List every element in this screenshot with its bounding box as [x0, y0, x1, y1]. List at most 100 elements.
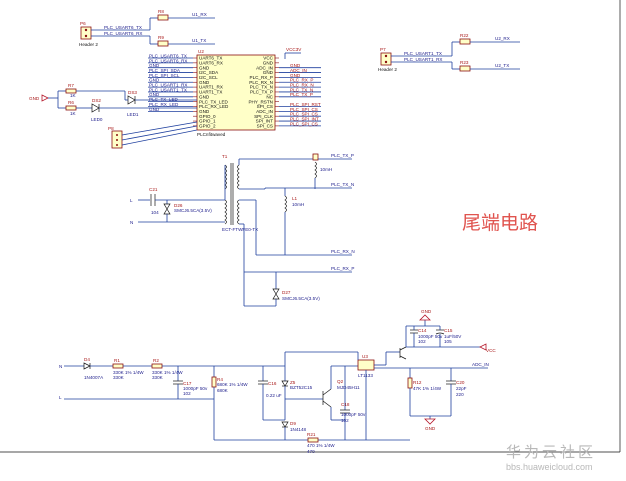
- u2-right-net-14: PLC_SPI_CS: [290, 121, 318, 126]
- u2-right-pin-11: ADC_IN: [256, 109, 273, 114]
- z5-name: BZT52C15: [290, 385, 313, 390]
- u2-left-pin-13: GPIO_1: [199, 119, 216, 124]
- inductor-l2: [314, 161, 317, 179]
- u2-left-net-11: GND: [149, 107, 160, 112]
- watermark-cn: 华为云社区: [506, 443, 596, 461]
- c14-ref: C14: [418, 328, 427, 333]
- u2-ref: U2: [198, 49, 204, 54]
- power-net-n: N: [59, 364, 62, 369]
- u2-right-pin-5: PLC_RX_N: [249, 80, 273, 85]
- ds3-ref: DS3: [128, 90, 137, 95]
- u2-name: PLCnfitwaved: [197, 132, 226, 137]
- r23-ref: R23: [460, 60, 469, 65]
- diode-d4-icon: [83, 362, 91, 370]
- connector-p7: P7 Header 2 PLC_USART1_TX PLC_USART1_RX: [378, 47, 452, 72]
- c21-val: 104: [151, 210, 159, 215]
- resistor-r6: [65, 105, 77, 111]
- l1-val: 10mH: [292, 202, 304, 207]
- d27-name: SMCJ6.5CA(3.5V): [282, 296, 320, 301]
- c15-val2: 105: [444, 339, 452, 344]
- resistor-r23: R23 U2_TX: [451, 60, 520, 72]
- r21-val: 470 1% 1/4W: [307, 443, 335, 448]
- u2-right-pin-10: SPI_CS: [257, 104, 273, 109]
- r1-ref: R1: [114, 358, 120, 363]
- u2-right-net-7: PLC_TX_N: [290, 87, 313, 92]
- u2-left-pin-6: UART1_RX: [199, 85, 223, 90]
- d9-ref: D9: [290, 421, 296, 426]
- u2-left-pin-5: GND: [199, 80, 210, 85]
- u2-left-pin-2: GND: [199, 65, 210, 70]
- d26-ref: D26: [174, 203, 183, 208]
- power-net-l: L: [59, 395, 62, 400]
- z5-ref: Z5: [290, 380, 296, 385]
- c17-val2: 102: [183, 391, 191, 396]
- ic-u2-plc-module: U2 PLCnfitwaved VCC3V UART6_TXPLC_USART6…: [148, 47, 321, 137]
- r21-ref: R21: [307, 432, 316, 437]
- d4-ref: D4: [84, 357, 90, 362]
- r4-ref: R4: [217, 377, 223, 382]
- c15-ref: C15: [444, 328, 453, 333]
- d27-ref: D27: [282, 290, 291, 295]
- r6-ref: R6: [68, 100, 74, 105]
- c18-ref: C18: [341, 402, 350, 407]
- resistor-r21: [307, 437, 319, 443]
- connector-p8: P8: [108, 121, 198, 149]
- c18-val: 1000pF 50v: [341, 412, 366, 417]
- u2-left-net-2: GND: [149, 63, 160, 68]
- r7-ref: R7: [68, 83, 74, 88]
- adc-in-net: ADC_IN: [472, 362, 489, 367]
- connector-p6: P6 Header 2 PLC_USART6_TX PLC_USART6_RX: [79, 21, 150, 47]
- u2-right-pin-6: PLC_TX_N: [250, 85, 273, 90]
- p6-ref: P6: [80, 21, 86, 26]
- r9-ref: R9: [158, 35, 164, 40]
- power-section: N L D4 1N4007A R1 330K 1% 1/4W 330K R2 3…: [59, 309, 496, 454]
- regulator-u3: [357, 359, 375, 371]
- p7-name: Header 2: [378, 67, 397, 72]
- c14-val2: 102: [418, 339, 426, 344]
- c16-ref: C16: [268, 381, 277, 386]
- r4-val2: 680K: [217, 388, 229, 393]
- resistor-r4: [211, 376, 217, 388]
- r6-val: 1K: [70, 111, 77, 116]
- net-plc-rx-p: PLC_RX_P: [331, 266, 355, 271]
- led-gnd-label: GND: [29, 96, 40, 101]
- l1-ref: L1: [292, 196, 298, 201]
- q2-name: MJD45H11: [337, 385, 360, 390]
- u2-left-pin-1: UART6_RX: [199, 60, 223, 65]
- zener-z5-icon: [281, 380, 289, 387]
- u2-left-pin-14: GPIO_2: [199, 124, 216, 129]
- gnd-symbol-bottom: [424, 418, 436, 425]
- tvs-d26-icon: [163, 203, 171, 215]
- u2-right-pin-8: NC: [266, 94, 273, 99]
- c16-val: 0.22 uF: [266, 393, 282, 398]
- u2-left-pin-7: UART1_TX: [199, 90, 222, 95]
- u2-left-net-9: PLC_TX_LED: [149, 97, 179, 102]
- coupling-section: L N C21 104 D26 SMCJ6.5CA(3.5V) T1 ECT-F…: [130, 153, 355, 307]
- gnd-bottom-label: GND: [425, 426, 436, 431]
- inductor-l1: [284, 195, 287, 213]
- led-ds3-icon: [127, 95, 136, 105]
- u2-right-pin-7: PLC_TX_P: [250, 90, 273, 95]
- watermark-url: bbs.huaweicloud.com: [506, 462, 593, 472]
- d4-name: 1N4007A: [84, 375, 104, 380]
- p6-net-tx: PLC_USART6_TX: [104, 25, 142, 30]
- coupling-net-n: N: [130, 220, 133, 225]
- c18-val2: 102: [341, 418, 349, 423]
- u2-left-pin-10: PLC_RX_LED: [199, 104, 229, 109]
- u3-ref: U3: [362, 354, 368, 359]
- u2-right-net-13: PLC_SPI_INT: [290, 116, 319, 121]
- u2-power-net: VCC3V: [286, 47, 302, 52]
- resistor-r8: R8 U1_RX: [149, 9, 215, 30]
- d9-name: 1N4148: [290, 427, 307, 432]
- ds2-ref: DS2: [92, 98, 101, 103]
- r2-ref: R2: [153, 358, 159, 363]
- r12-ref: R12: [413, 380, 422, 385]
- ds2-name: LED0: [91, 117, 103, 122]
- ds3-name: LED1: [127, 112, 139, 117]
- u2-left-pin-0: UART6_TX: [199, 56, 222, 61]
- t1-name: ECT-FTWFE0-TX: [222, 227, 258, 232]
- led-section: GND R7 1K R6 1K DS2 LED0 DS3 LED1: [29, 83, 197, 122]
- u2-left-net-6: PLC_USART1_RX: [149, 83, 187, 88]
- p6-net-rx: PLC_USART6_RX: [104, 31, 142, 36]
- u2-left-net-7: PLC_USART1_TX: [149, 87, 187, 92]
